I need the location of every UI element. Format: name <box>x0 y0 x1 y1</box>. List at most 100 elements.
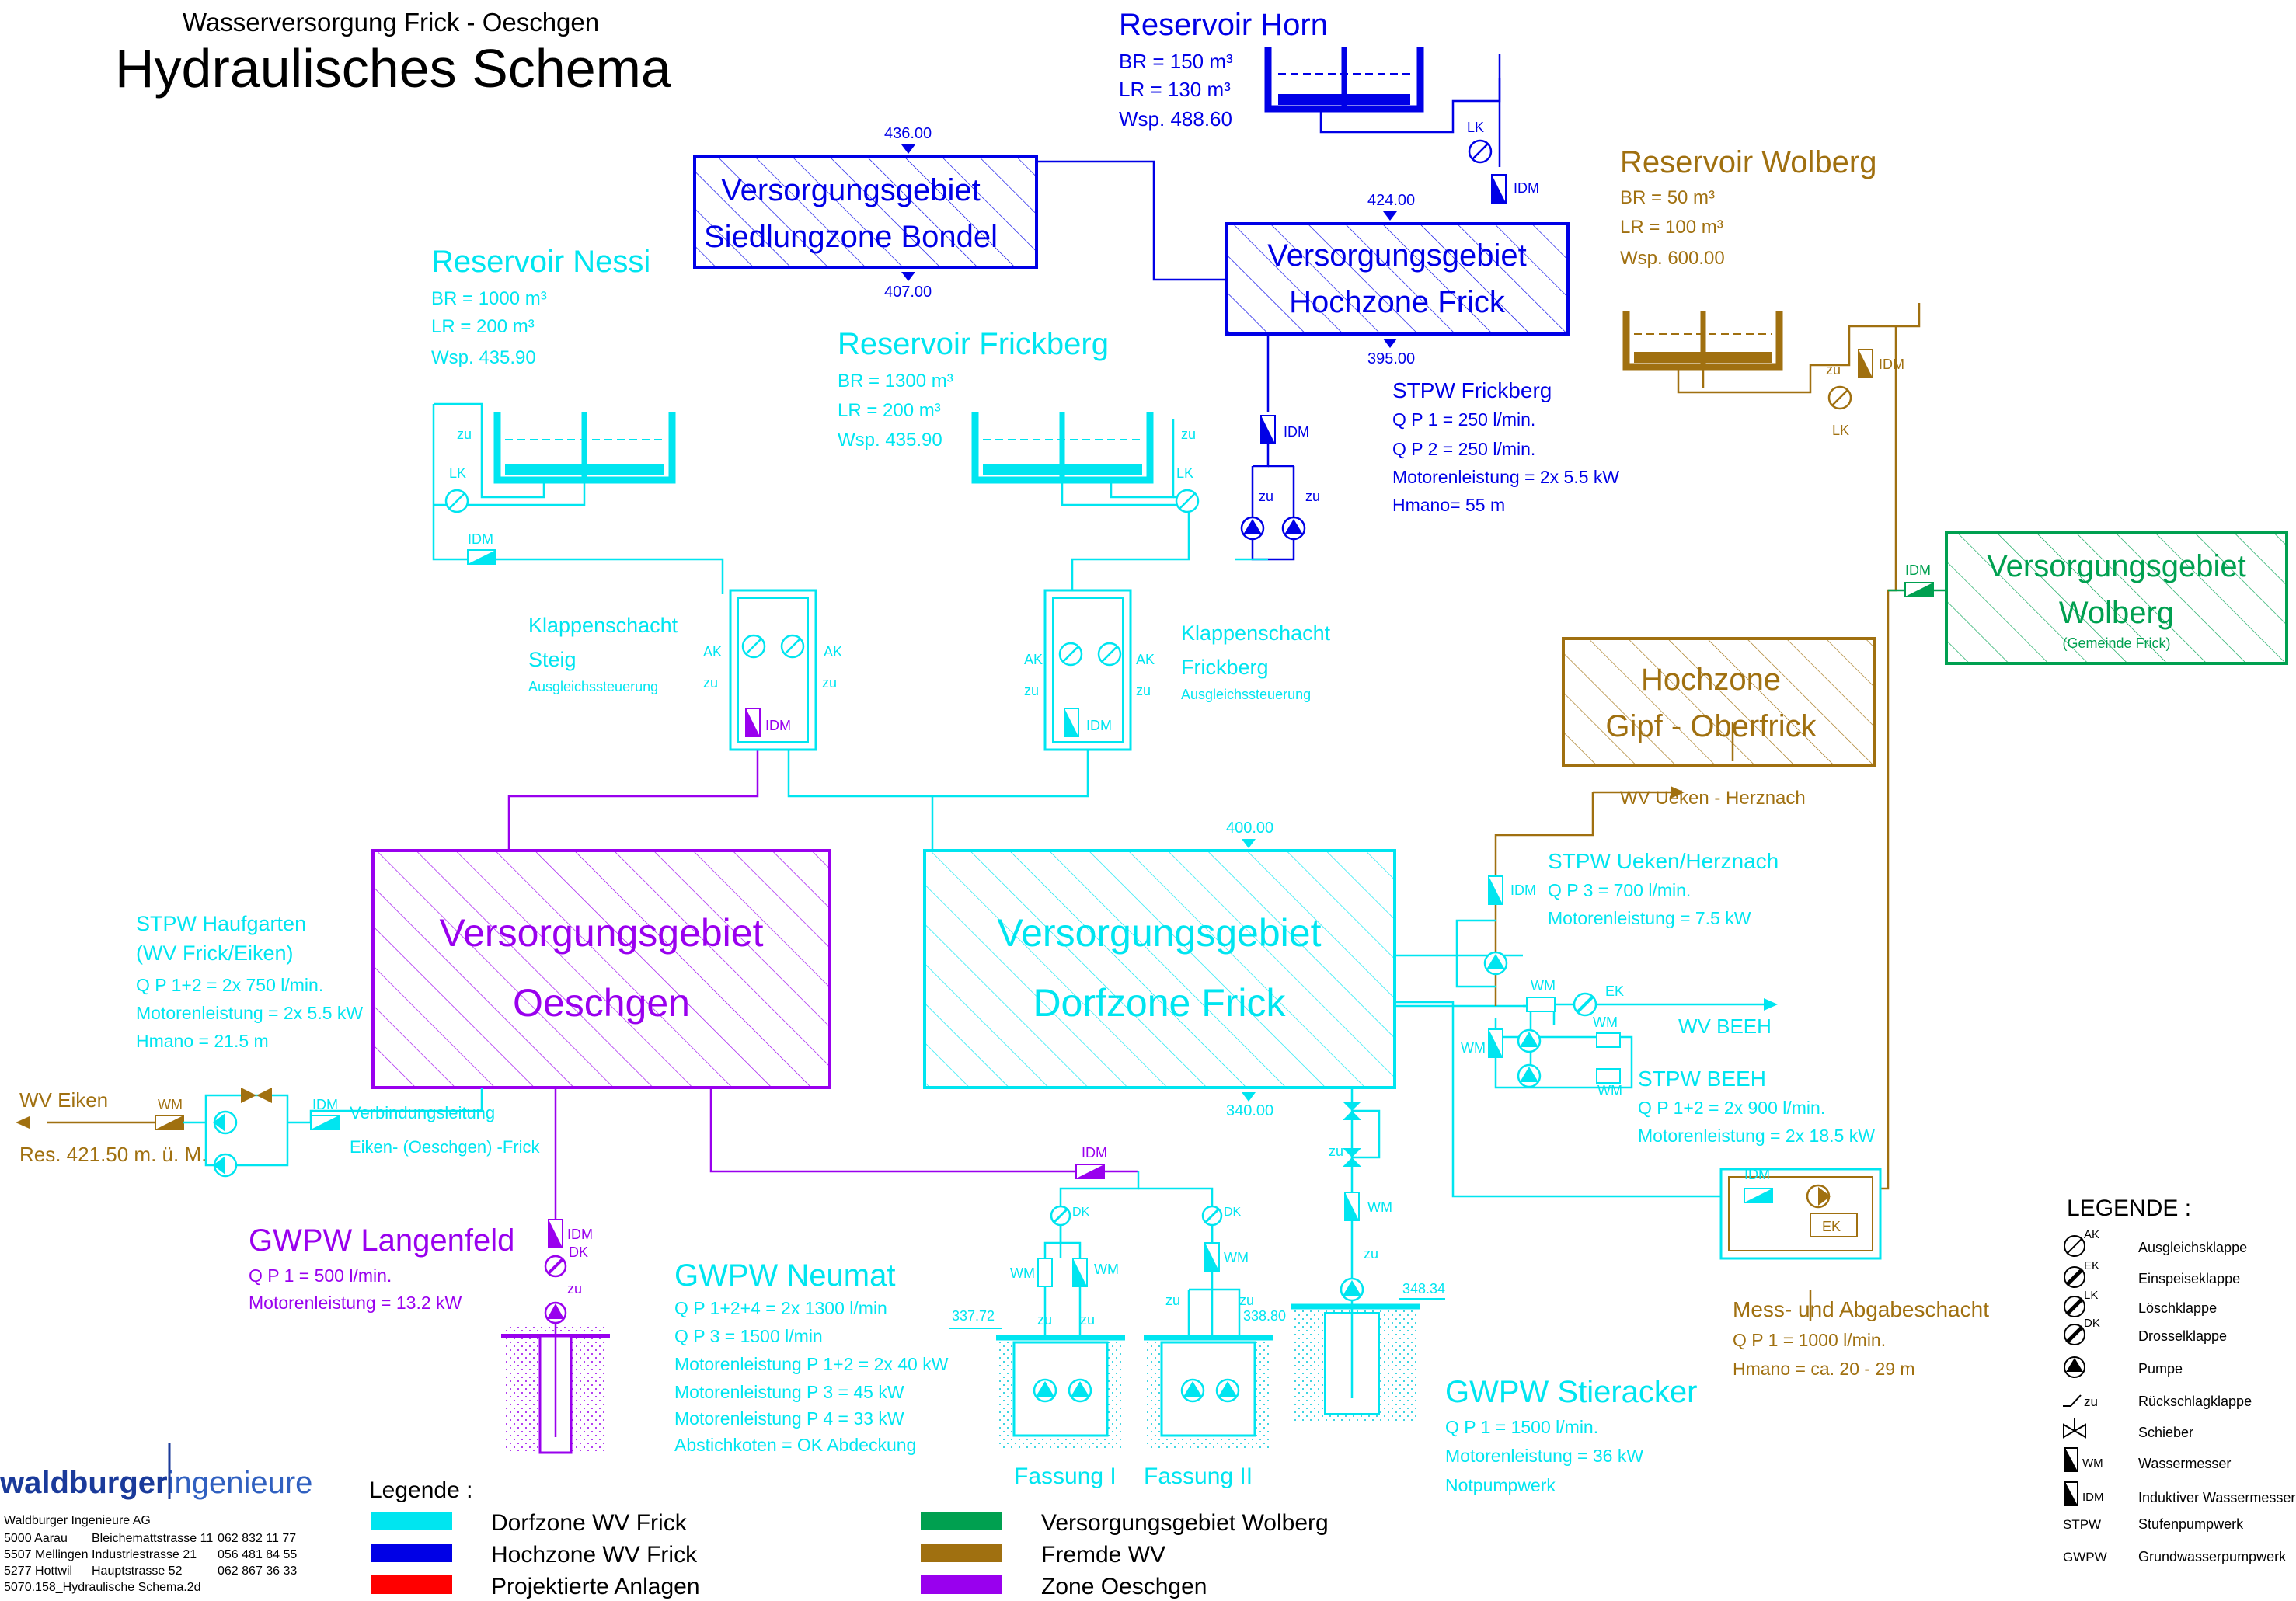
reservoir-frickberg-lr: LR = 200 m³ <box>838 400 941 421</box>
zone-gipf-line2: Gipf - Oberfrick <box>1605 709 1817 743</box>
legend-bottom-item: Fremde WV <box>921 1542 1165 1568</box>
svg-text:LK: LK <box>449 465 466 481</box>
pipe-steig-oeschgen <box>507 746 759 851</box>
zone-dorfzone-bottom-kote: 340.00 <box>1226 1102 1273 1119</box>
svg-text:zu: zu <box>1329 1143 1343 1159</box>
zone-oeschgen-line2: Oeschgen <box>513 981 690 1025</box>
stpw-frickberg-motor: Motorenleistung = 2x 5.5 kW <box>1392 467 1619 487</box>
stpw-frickberg: IDM zu zu STPW Frickberg Q P 1 = 250 l/m… <box>1240 378 1619 541</box>
check-valve-icon <box>2063 1394 2082 1407</box>
legend-right-label: Stufenpumpwerk <box>2138 1516 2244 1532</box>
stpw-ueken: IDM STPW Ueken/Herznach Q P 3 = 700 l/mi… <box>1455 792 1779 1006</box>
company-logo: waldburgeringenieure <box>0 1466 312 1500</box>
zone-oeschgen-box <box>371 849 831 1089</box>
svg-text:WM: WM <box>1367 1199 1392 1215</box>
svg-text:IDM: IDM <box>1086 718 1112 733</box>
legend-right-sym: zu <box>2084 1394 2098 1409</box>
svg-text:IDM: IDM <box>567 1227 593 1242</box>
wv-eiken-label: WV Eiken <box>19 1088 108 1112</box>
stpw-frickberg-q1: Q P 1 = 250 l/min. <box>1392 409 1535 430</box>
svg-text:LK: LK <box>1832 423 1849 438</box>
svg-text:IDM: IDM <box>1082 1145 1107 1161</box>
pipe-wolberg-mess <box>1873 303 1921 1190</box>
svg-text:WM: WM <box>1597 1083 1622 1098</box>
legend-right-sym: IDM <box>2082 1491 2104 1504</box>
zone-wolberg-line1: Versorgungsgebiet <box>1987 549 2246 583</box>
kote-337: 337.72 <box>952 1308 995 1324</box>
zone-wolberg-line2: Wolberg <box>2059 596 2174 630</box>
legend-swatch <box>371 1544 452 1562</box>
klappenschacht-steig-line1: Klappenschacht <box>528 614 678 637</box>
company-cell: 5277 Hottwil <box>4 1564 72 1578</box>
svg-text:zu: zu <box>1305 489 1320 504</box>
legend-right-label: Löschklappe <box>2138 1300 2217 1316</box>
svg-text:IDM: IDM <box>1510 882 1536 898</box>
svg-text:LK: LK <box>1467 120 1484 135</box>
legend-right-label: Ausgleichsklappe <box>2138 1240 2247 1255</box>
zone-wolberg-line3: (Gemeinde Frick) <box>2062 635 2170 651</box>
pipe-nessi-steig <box>432 404 724 594</box>
zone-hochzone-box <box>1225 222 1570 336</box>
reservoir-wolberg-br: BR = 50 m³ <box>1620 187 1715 208</box>
page-title: Hydraulisches Schema <box>115 38 671 99</box>
pipe-bondel-hochzone <box>1037 160 1226 281</box>
zone-hochzone-line1: Versorgungsgebiet <box>1267 238 1527 273</box>
zone-bondel-box <box>693 155 1038 269</box>
zone-wolberg-box <box>1945 531 2288 665</box>
svg-text:zu: zu <box>1259 489 1273 504</box>
gwpw-neumat: IDM DK WM WM zu zu 337.72 Fassung I DK W… <box>674 1145 1286 1489</box>
reservoir-horn: Reservoir Horn BR = 150 m³ LR = 130 m³ W… <box>1119 8 1539 204</box>
pipe-stpw-loop <box>1251 466 1295 561</box>
company-cell: Hauptstrasse 52 <box>92 1564 183 1578</box>
stpw-beeh-motor: Motorenleistung = 2x 18.5 kW <box>1638 1126 1875 1146</box>
stpw-haufgarten-q: Q P 1+2 = 2x 750 l/min. <box>136 975 323 995</box>
svg-text:IDM: IDM <box>1514 180 1539 196</box>
svg-text:IDM: IDM <box>312 1097 338 1112</box>
zone-gipf-line1: Hochzone <box>1641 663 1781 697</box>
svg-text:IDM: IDM <box>1744 1167 1770 1182</box>
svg-text:zu: zu <box>1136 683 1151 698</box>
klappenschacht-frickberg: IDM AK AK zu zu Klappenschacht Frickberg… <box>1024 589 1331 751</box>
zone-dorfzone-line2: Dorfzone Frick <box>1033 981 1286 1025</box>
header-subtitle: Wasserversorgung Frick - Oeschgen <box>183 8 599 37</box>
company-file: 5070.158_Hydraulische Schema.2d <box>4 1581 201 1594</box>
zone-dorfzone-line1: Versorgungsgebiet <box>998 911 1322 955</box>
svg-text:WM: WM <box>1593 1015 1618 1030</box>
legend-bottom-label: Fremde WV <box>1041 1542 1165 1568</box>
pipe-frickberg-dorf <box>932 746 1089 798</box>
svg-text:zu: zu <box>1080 1312 1095 1328</box>
gwpw-langenfeld-q: Q P 1 = 500 l/min. <box>249 1265 392 1286</box>
svg-text:WM: WM <box>1094 1262 1119 1277</box>
stpw-ueken-q: Q P 3 = 700 l/min. <box>1548 880 1691 900</box>
svg-text:IDM: IDM <box>1905 562 1931 578</box>
klappenschacht-frickberg-box <box>1043 589 1132 751</box>
zone-bondel: Versorgungsgebiet Siedlungzone Bondel 43… <box>693 125 1038 301</box>
svg-text:IDM: IDM <box>765 718 791 733</box>
svg-text:zu: zu <box>1024 683 1039 698</box>
svg-text:EK: EK <box>1822 1219 1841 1234</box>
legend-bottom-label: Versorgungsgebiet Wolberg <box>1041 1510 1329 1536</box>
kote-338: 338.80 <box>1243 1308 1286 1324</box>
svg-text:DK: DK <box>569 1244 588 1260</box>
company-cell: Bleichemattstrasse 11 <box>92 1532 213 1545</box>
reservoir-nessi-wsp: Wsp. 435.90 <box>431 347 536 368</box>
pipe-oeschgen-neumat <box>709 1088 1138 1173</box>
legend-right-label: Drosselklappe <box>2138 1328 2227 1344</box>
legend-swatch <box>921 1544 1002 1562</box>
reservoir-horn-lr: LR = 130 m³ <box>1119 78 1231 101</box>
stpw-ueken-title: STPW Ueken/Herznach <box>1548 849 1779 873</box>
legend-swatch <box>371 1512 452 1530</box>
svg-text:zu: zu <box>567 1281 582 1296</box>
reservoir-wolberg-lr: LR = 100 m³ <box>1620 217 1723 238</box>
legend-right-item: Schieber <box>2063 1418 2193 1440</box>
klappenschacht-steig-box <box>729 589 817 751</box>
zone-bondel-line1: Versorgungsgebiet <box>721 173 981 207</box>
company-block: waldburgeringenieure Waldburger Ingenieu… <box>0 1443 312 1594</box>
svg-text:WM: WM <box>1461 1040 1486 1056</box>
